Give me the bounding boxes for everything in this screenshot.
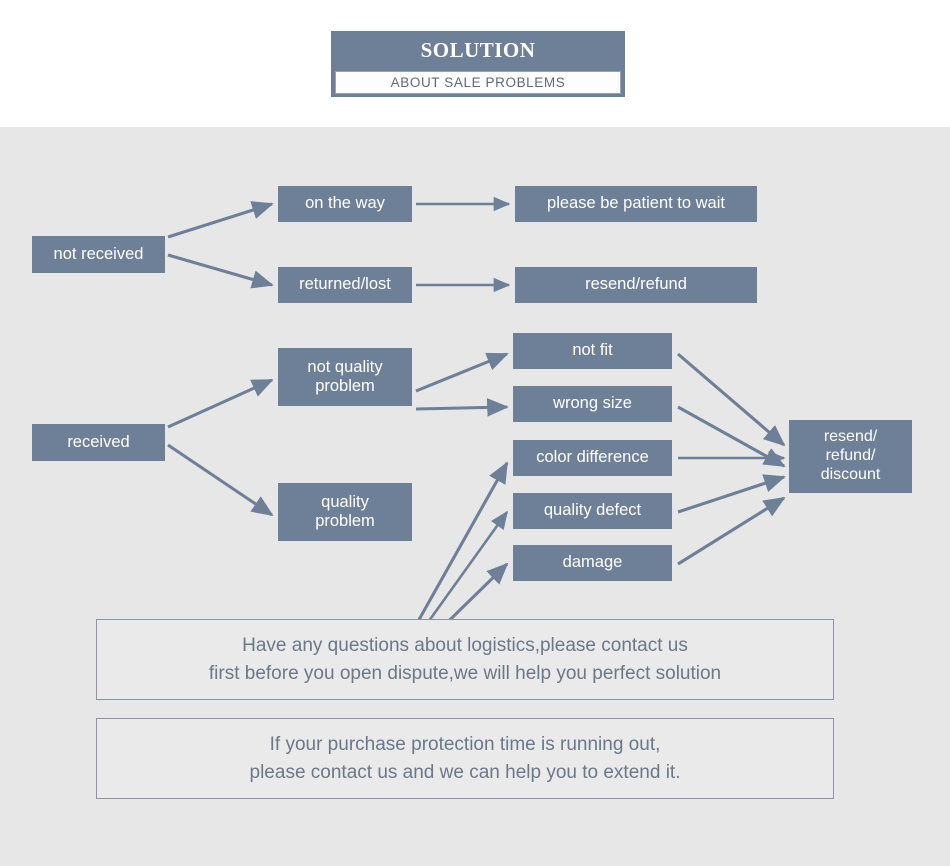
node-received[interactable]: received bbox=[32, 424, 165, 461]
page-title: SOLUTION bbox=[420, 38, 536, 62]
edge-notreceived-returnedlost bbox=[167, 253, 274, 289]
node-not-quality-problem[interactable]: not quality problem bbox=[278, 348, 412, 406]
header-subtitle-plate: ABOUT SALE PROBLEMS bbox=[335, 71, 621, 94]
edge-notquality-wrongsize bbox=[415, 398, 509, 417]
edge-notquality-notfit bbox=[415, 352, 509, 393]
node-resend-refund-discount[interactable]: resend/ refund/ discount bbox=[789, 420, 912, 493]
node-not-received[interactable]: not received bbox=[32, 236, 165, 273]
header-plate: SOLUTION ABOUT SALE PROBLEMS bbox=[331, 31, 625, 97]
node-quality-defect[interactable]: quality defect bbox=[513, 493, 672, 529]
edge-notfit-outcome bbox=[676, 352, 786, 447]
edge-damage-outcome bbox=[677, 496, 786, 566]
diagram-panel: not received on the way returned/lost pl… bbox=[0, 127, 950, 866]
node-on-the-way[interactable]: on the way bbox=[278, 186, 412, 222]
node-color-difference[interactable]: color difference bbox=[513, 440, 672, 476]
node-quality-problem[interactable]: quality problem bbox=[278, 483, 412, 541]
edge-notreceived-ontheway bbox=[167, 201, 274, 239]
edge-wrongsize-outcome bbox=[677, 405, 786, 468]
note-logistics: Have any questions about logistics,pleas… bbox=[96, 619, 834, 700]
node-resend-refund[interactable]: resend/refund bbox=[515, 267, 757, 303]
node-damage[interactable]: damage bbox=[513, 545, 672, 581]
node-returned-lost[interactable]: returned/lost bbox=[278, 267, 412, 303]
node-not-fit[interactable]: not fit bbox=[513, 333, 672, 369]
node-please-be-patient-to-wait[interactable]: please be patient to wait bbox=[515, 186, 757, 222]
edge-received-quality bbox=[167, 443, 274, 517]
page-subtitle: ABOUT SALE PROBLEMS bbox=[390, 75, 566, 90]
node-wrong-size[interactable]: wrong size bbox=[513, 386, 672, 422]
edge-quality-colordifference bbox=[414, 461, 509, 626]
edge-received-notquality bbox=[167, 378, 274, 429]
note-purchase-protection: If your purchase protection time is runn… bbox=[96, 718, 834, 799]
edge-qualitydefect-outcome bbox=[677, 474, 786, 514]
header-band: SOLUTION ABOUT SALE PROBLEMS bbox=[0, 0, 950, 127]
